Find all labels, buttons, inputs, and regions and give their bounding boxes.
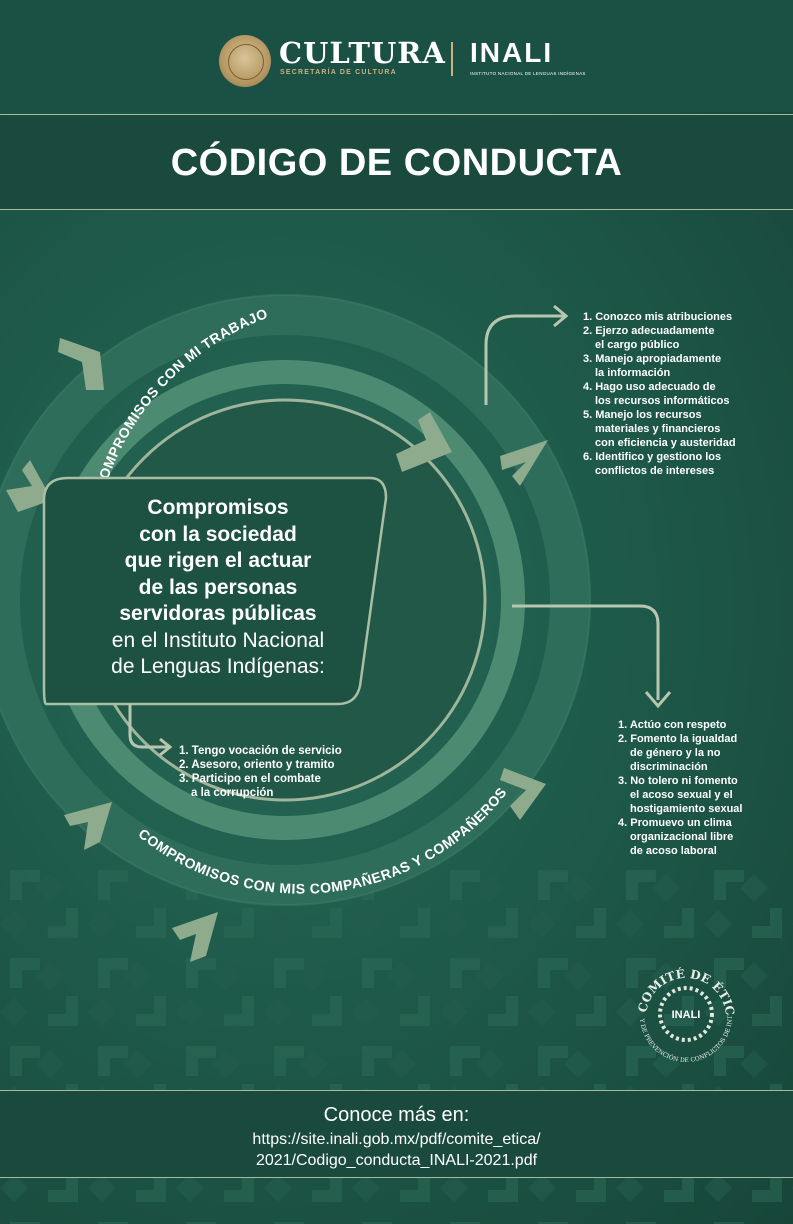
outer-ring bbox=[0, 295, 590, 905]
companeros-list: 1. Actúo con respeto 2. Fomento la igual… bbox=[618, 718, 742, 858]
list-item: 3. Manejo apropiadamente la información bbox=[583, 353, 722, 379]
mexico-seal-icon bbox=[219, 35, 271, 87]
logo-divider bbox=[451, 42, 453, 76]
svg-text:INALI: INALI bbox=[672, 1009, 701, 1021]
page-title: CÓDIGO DE CONDUCTA bbox=[170, 142, 623, 184]
list-item: 4. Hago uso adecuado de los recursos inf… bbox=[583, 381, 730, 407]
cultura-logo-subtitle: SECRETARÍA DE CULTURA bbox=[280, 69, 397, 76]
list-item: 2. Asesoro, oriento y tramito bbox=[179, 759, 335, 771]
footer-link-line-1[interactable]: https://site.inali.gob.mx/pdf/comite_eti… bbox=[252, 1131, 541, 1148]
center-panel-text: Compromisos con la sociedad que rigen el… bbox=[68, 495, 368, 681]
panel-line-1: Compromisos bbox=[147, 496, 289, 519]
list-item: 4. Promuevo un clima organizacional libr… bbox=[618, 817, 734, 857]
footer-link-line-2[interactable]: 2021/Codigo_conducta_INALI-2021.pdf bbox=[255, 1152, 538, 1169]
list-item: 2. Ejerzo adecuadamente el cargo público bbox=[583, 325, 715, 351]
comite-etica-seal: COMITÉ DE ÉTICA Y DE PREVENCIÓN DE CONFL… bbox=[632, 960, 737, 1064]
cultura-logo-text: CULTURA bbox=[279, 36, 446, 70]
center-panel bbox=[42, 476, 388, 706]
inali-logo-text: INALI bbox=[470, 37, 554, 68]
trabajo-list: 1. Conozco mis atribuciones 2. Ejerzo ad… bbox=[583, 310, 736, 478]
list-item: 3. Participo en el combate a la corrupci… bbox=[179, 773, 321, 799]
list-item: 5. Manejo los recursos materiales y fina… bbox=[583, 409, 736, 449]
header: CULTURA SECRETARÍA DE CULTURA INALI INST… bbox=[0, 0, 793, 112]
title-band: CÓDIGO DE CONDUCTA bbox=[0, 114, 793, 210]
ring-chevron-arrows bbox=[6, 338, 548, 962]
panel-line-5: servidoras públicas bbox=[119, 602, 317, 625]
list-item: 6. Identifico y gestiono los conflictos … bbox=[583, 451, 722, 477]
list-item: 1. Conozco mis atribuciones bbox=[583, 311, 733, 323]
footer-heading: Conoce más en: bbox=[323, 1104, 470, 1126]
list-item: 1. Tengo vocación de servicio bbox=[179, 745, 342, 757]
panel-line-2: con la sociedad bbox=[139, 522, 297, 546]
list-item: 2. Fomento la igualdad de género y la no… bbox=[618, 733, 738, 773]
panel-line-3: que rigen el actuar bbox=[124, 549, 312, 572]
list-item: 1. Actúo con respeto bbox=[618, 719, 727, 731]
panel-line-7: de Lenguas Indígenas: bbox=[111, 655, 325, 678]
panel-line-4: de las personas bbox=[138, 575, 298, 599]
footer: Conoce más en: https://site.inali.gob.mx… bbox=[0, 1090, 793, 1178]
sociedad-list: 1. Tengo vocación de servicio 2. Asesoro… bbox=[179, 744, 342, 800]
inali-logo-subtitle: INSTITUTO NACIONAL DE LENGUAS INDÍGENAS bbox=[470, 71, 586, 76]
panel-line-6: en el Instituto Nacional bbox=[111, 628, 325, 652]
list-item: 3. No tolero ni fomento el acoso sexual … bbox=[618, 775, 743, 815]
connector-lines bbox=[128, 304, 672, 757]
